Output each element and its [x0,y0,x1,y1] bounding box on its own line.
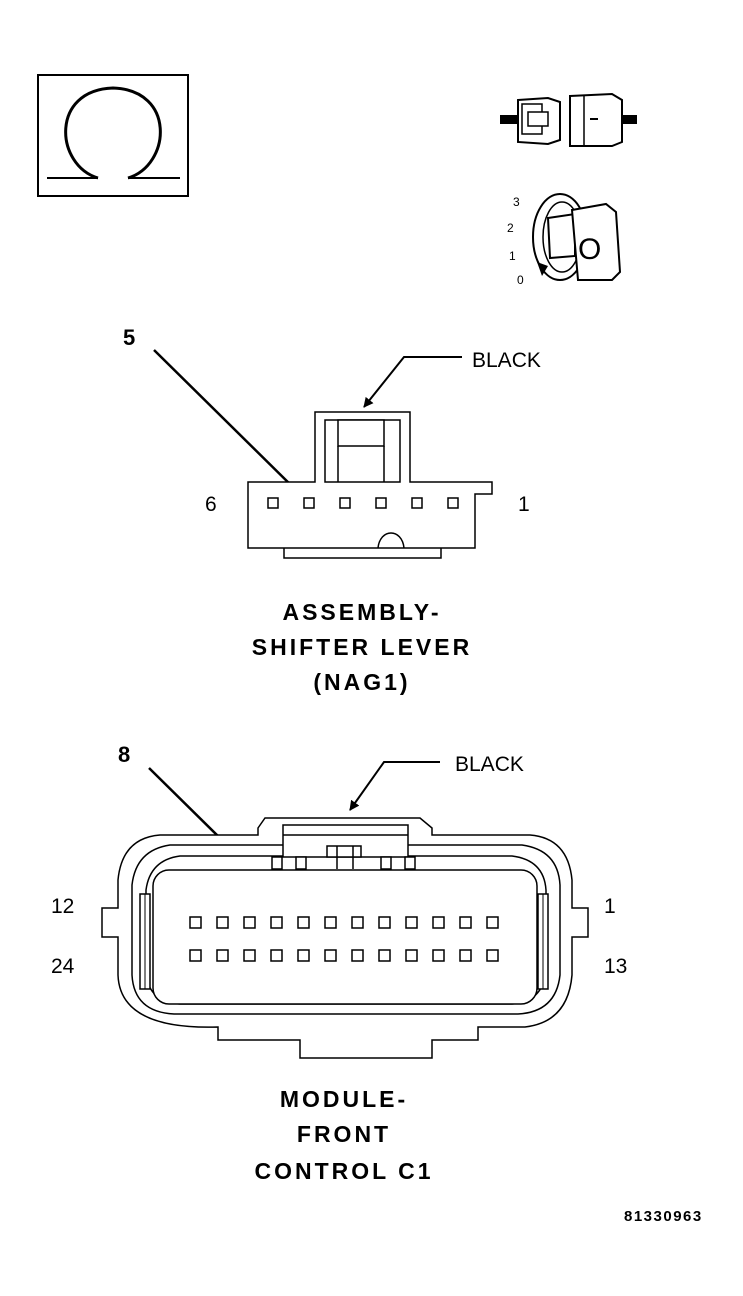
pin-cavity [216,916,229,929]
pin-cavity [243,949,256,962]
pin-cavity [324,949,337,962]
connector-disconnect-icon [500,92,637,147]
pin-cavity [351,949,364,962]
pin-label-1: 1 [518,493,530,516]
pin-cavity [297,949,310,962]
pin-cavity [405,949,418,962]
connector2-title-line3: CONTROL C1 [254,1158,433,1184]
pin-cavity [486,949,499,962]
shifter-lever-connector: 5 BLACK 6 1 ASSEMBLY- SHIFTER LEVER (NAG… [123,325,541,695]
ignition-position-2: 2 [507,221,514,235]
front-control-module-connector: 8 BLACK 12 24 1 13 MODULE- FRONT CONTROL… [51,742,627,1184]
connector2-title-line2: FRONT [297,1121,391,1147]
pin-label-1-c2: 1 [604,895,616,918]
pin-cavity [486,916,499,929]
pin-cavity [405,916,418,929]
ignition-position-1: 1 [509,249,516,263]
pin-cavity [339,497,351,509]
color-label-black-1: BLACK [472,349,541,372]
pin-label-24: 24 [51,955,75,978]
connector2-title-line1: MODULE- [280,1086,408,1112]
callout-number-8: 8 [118,742,130,767]
ohm-symbol-icon [37,74,189,197]
pin-cavity [189,949,202,962]
pin-cavity [411,497,423,509]
callout-number-5: 5 [123,325,135,350]
color-label-black-2: BLACK [455,753,524,776]
pin-cavity [189,916,202,929]
ignition-position-0: 0 [517,273,524,287]
pin-cavity [447,497,459,509]
pin-label-12: 12 [51,895,74,918]
figure-id: 81330963 [624,1208,703,1225]
pin-cavity [378,949,391,962]
pin-label-13: 13 [604,955,627,978]
pin-cavity [324,916,337,929]
pin-cavity [459,916,472,929]
pin-cavity [243,916,256,929]
pin-cavity [351,916,364,929]
pin-cavity [375,497,387,509]
ignition-key-label: O [578,233,601,266]
ignition-position-3: 3 [513,195,520,209]
pin-label-6: 6 [205,493,217,516]
pin-cavity [270,949,283,962]
lock-tab [295,856,307,870]
connector1-title-line2: SHIFTER LEVER [252,634,472,660]
pin-cavity [297,916,310,929]
connector1-title-line3: (NAG1) [313,669,410,695]
lock-tab [271,856,283,870]
ignition-key-icon: 3 2 1 0 O [507,193,622,287]
lock-tab [404,856,416,870]
lock-tab [380,856,392,870]
pin-cavity [432,949,445,962]
pin-cavity [303,497,315,509]
pin-cavity [432,916,445,929]
connector1-title-line1: ASSEMBLY- [282,599,441,625]
pin-cavity [459,949,472,962]
pin-cavity [216,949,229,962]
pin-cavity [267,497,279,509]
pin-cavity [378,916,391,929]
pin-cavity [270,916,283,929]
